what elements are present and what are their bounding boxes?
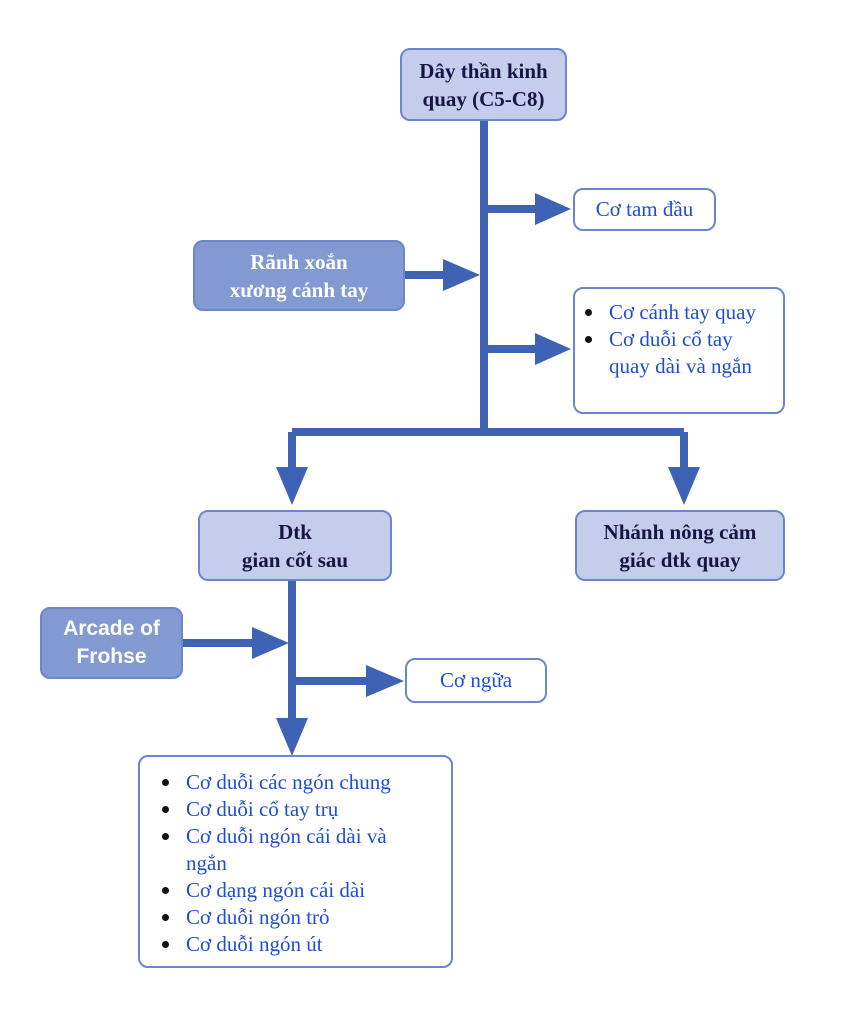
node-radial-nerve: Dây thần kinh quay (C5-C8): [400, 48, 567, 121]
arrowhead: [276, 718, 308, 756]
node-superficial-sensory: Nhánh nông cảm giác dtk quay: [575, 510, 785, 581]
node-label: quay (C5-C8): [422, 86, 545, 111]
node-posterior-interosseous: Dtk gian cốt sau: [198, 510, 392, 581]
node-label: Frohse: [76, 645, 147, 668]
arrowhead: [252, 627, 289, 659]
node-label: Rãnh xoắn: [250, 249, 348, 274]
arrowhead: [535, 193, 571, 225]
node-label: giác dtk quay: [619, 547, 741, 572]
arrowhead: [668, 467, 700, 505]
list-item: Cơ duỗi ngón cái dài và ngắn: [162, 823, 391, 877]
node-label: Dây thần kinh: [419, 58, 548, 83]
node-spiral-groove: Rãnh xoắn xương cánh tay: [193, 240, 405, 311]
arrowhead: [276, 467, 308, 505]
node-upper-muscles: Cơ cánh tay quay Cơ duỗi cổ tay quay dài…: [573, 287, 785, 414]
arrowhead: [366, 665, 404, 697]
node-label: xương cánh tay: [229, 277, 369, 302]
list-item: Cơ dạng ngón cái dài: [162, 877, 391, 904]
node-label: gian cốt sau: [241, 547, 349, 572]
list-item: Cơ duỗi các ngón chung: [162, 770, 391, 794]
node-label: Dtk: [278, 519, 312, 544]
list-item: Cơ duỗi ngón trỏ: [162, 904, 391, 931]
list-item: Cơ duỗi cổ tay quay dài và ngắn: [585, 326, 777, 380]
node-label: Cơ ngữa: [439, 668, 513, 692]
node-lower-muscles: Cơ duỗi các ngón chung Cơ duỗi cổ tay tr…: [138, 755, 453, 968]
list-item: Cơ duỗi ngón út: [162, 931, 391, 958]
node-label: Nhánh nông cảm: [603, 519, 757, 544]
list-item: Cơ cánh tay quay: [585, 299, 777, 326]
node-triceps: Cơ tam đầu: [573, 188, 716, 231]
arrowhead: [443, 259, 480, 291]
muscle-list: Cơ duỗi các ngón chung Cơ duỗi cổ tay tr…: [152, 769, 391, 958]
node-label: Arcade of: [63, 617, 160, 640]
muscle-list: Cơ cánh tay quay Cơ duỗi cổ tay quay dài…: [575, 299, 777, 380]
node-label: Cơ tam đầu: [595, 197, 694, 221]
list-item: Cơ duỗi cổ tay trụ: [162, 796, 391, 823]
arrowhead: [535, 333, 571, 365]
node-arcade-of-frohse: Arcade of Frohse: [40, 607, 183, 679]
node-supinator: Cơ ngữa: [405, 658, 547, 703]
